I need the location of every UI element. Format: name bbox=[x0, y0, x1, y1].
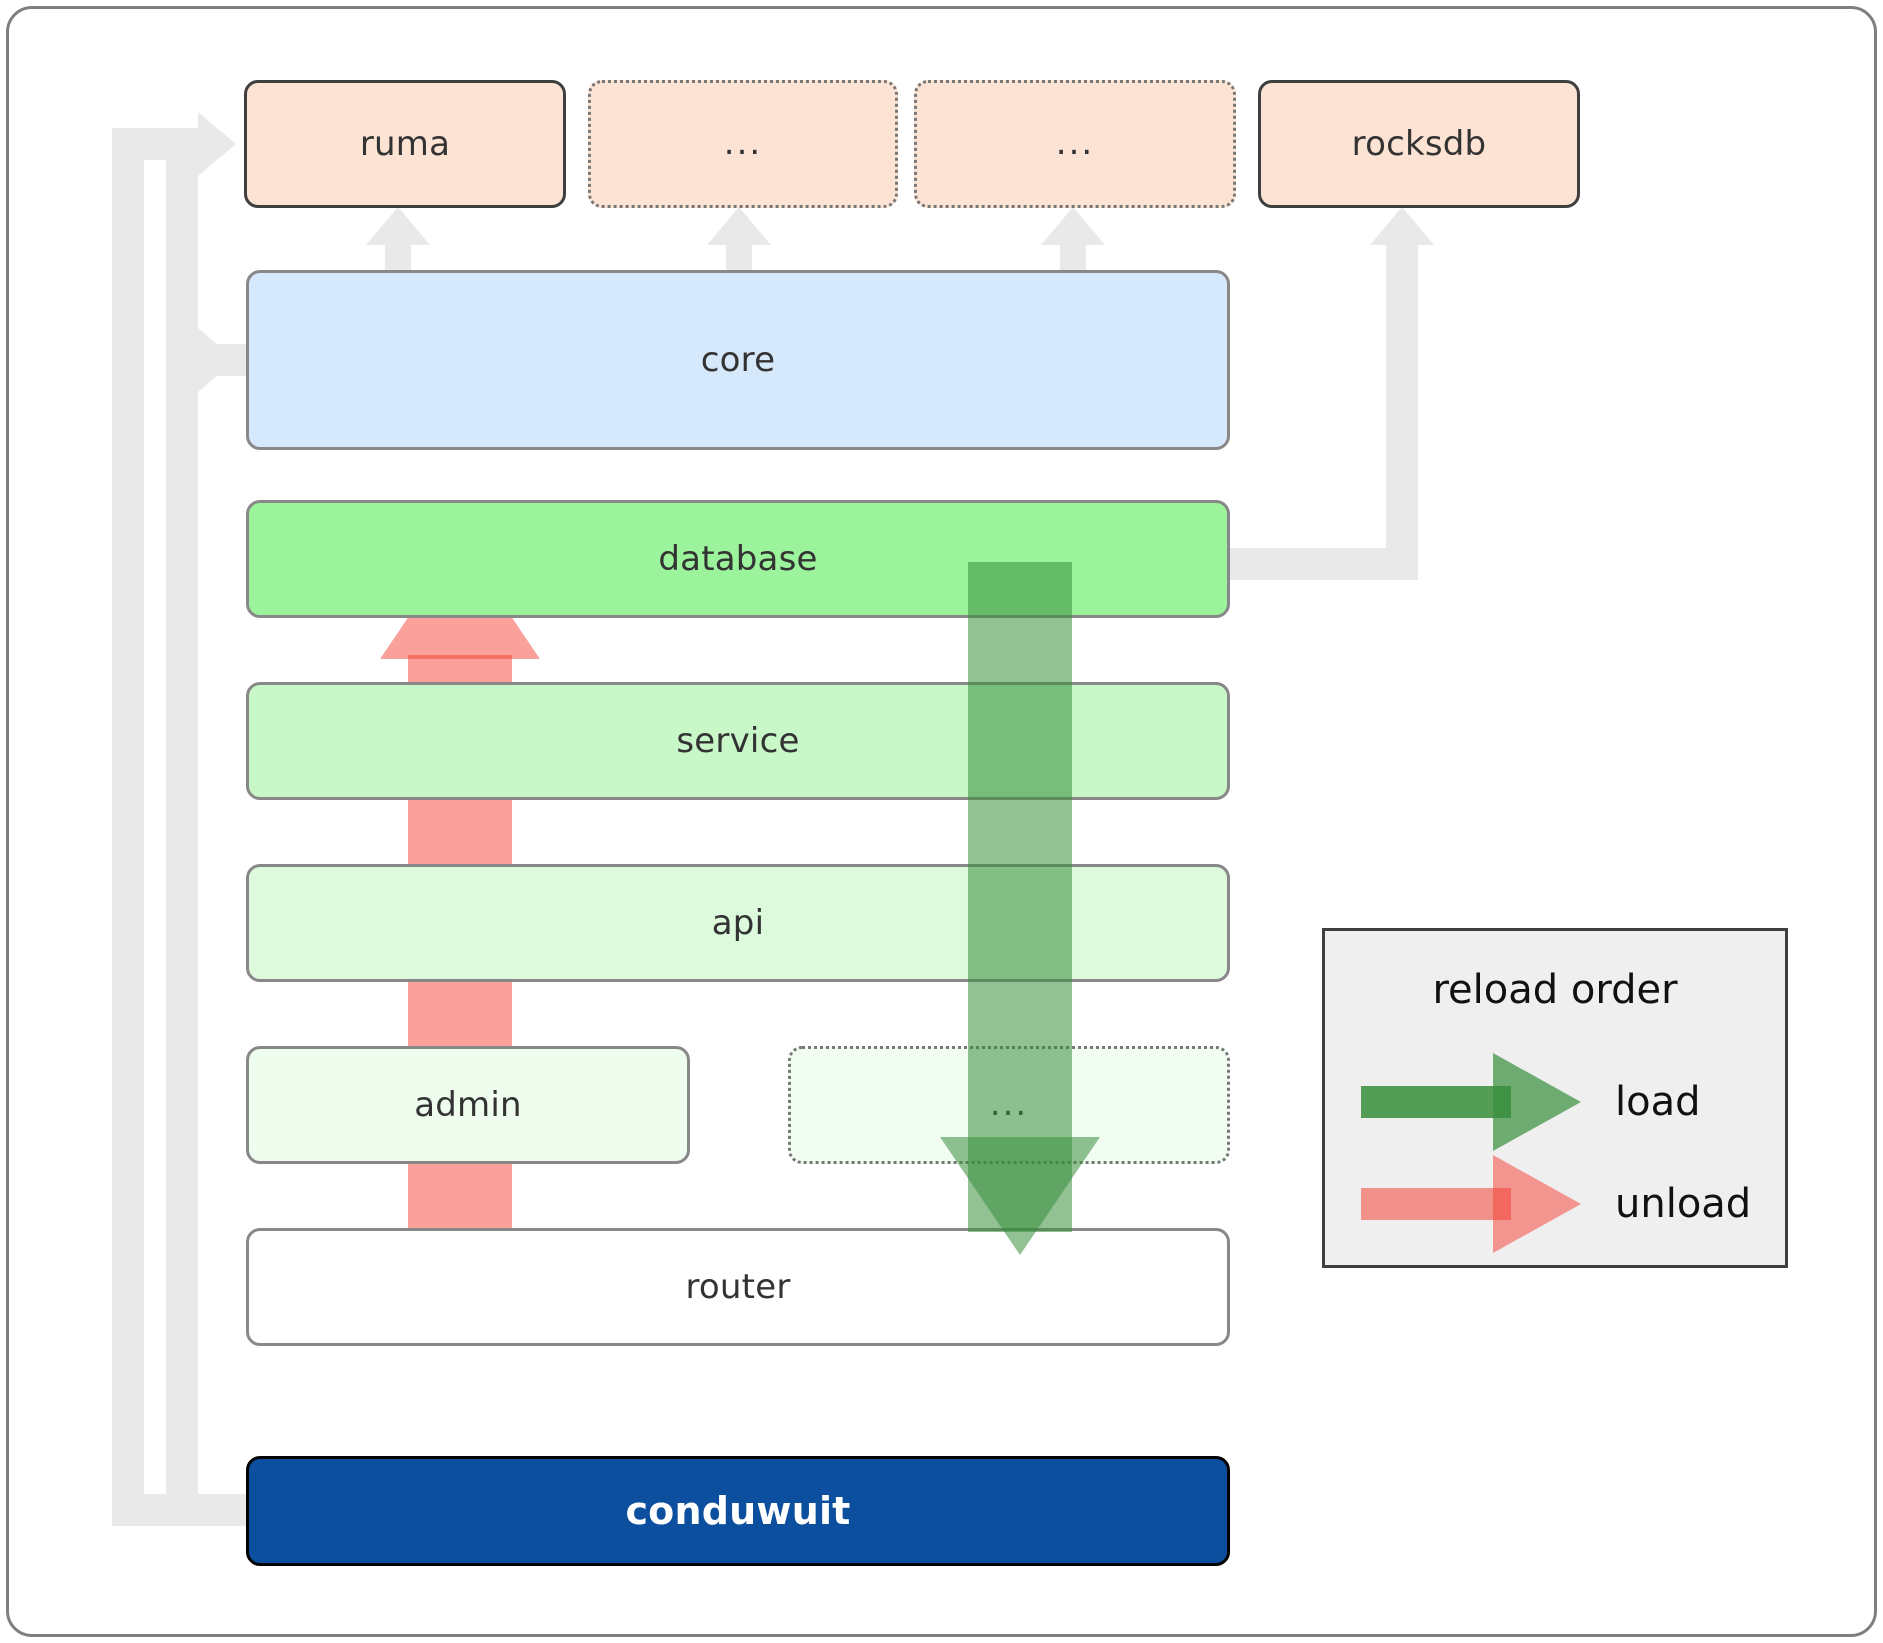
node-dependency-placeholder-1[interactable]: ... bbox=[588, 80, 898, 208]
node-database-label: database bbox=[658, 539, 818, 579]
legend-load-arrow-icon bbox=[1361, 1053, 1581, 1151]
legend-load-arrow-shaft bbox=[1361, 1086, 1511, 1118]
node-core[interactable]: core bbox=[246, 270, 1230, 450]
node-admin[interactable]: admin bbox=[246, 1046, 690, 1164]
connector-database-to-rocksdb-arrowhead bbox=[1370, 207, 1434, 245]
load-flow-arrow bbox=[890, 562, 1150, 1342]
connector-core-to-ruma-arrowhead bbox=[366, 207, 430, 245]
node-conduwuit-label: conduwuit bbox=[625, 1489, 851, 1533]
legend-unload-arrow-head bbox=[1493, 1155, 1581, 1253]
node-service-label: service bbox=[676, 721, 800, 761]
node-rocksdb-label: rocksdb bbox=[1351, 124, 1487, 164]
legend-row-unload: unload bbox=[1361, 1155, 1751, 1253]
legend-panel: reload order load unload bbox=[1322, 928, 1788, 1268]
connector-core-to-dep1-arrowhead bbox=[707, 207, 771, 245]
node-router-label: router bbox=[685, 1267, 791, 1307]
legend-label-unload: unload bbox=[1615, 1181, 1752, 1227]
connector-spine-outer bbox=[112, 128, 144, 1526]
connector-core-to-dep2-arrowhead bbox=[1041, 207, 1105, 245]
node-rocksdb[interactable]: rocksdb bbox=[1258, 80, 1580, 208]
node-core-label: core bbox=[700, 340, 776, 380]
connector-spine-inner bbox=[166, 128, 198, 1494]
connector-to-core-arrowhead bbox=[198, 328, 236, 392]
legend-unload-arrow-icon bbox=[1361, 1155, 1581, 1253]
node-admin-label: admin bbox=[414, 1085, 522, 1125]
legend-load-arrow-head bbox=[1493, 1053, 1581, 1151]
node-ruma[interactable]: ruma bbox=[244, 80, 566, 208]
load-arrow-head bbox=[940, 1137, 1100, 1255]
node-ruma-label: ruma bbox=[359, 124, 451, 164]
connector-database-to-rocksdb-vertical bbox=[1386, 228, 1418, 568]
node-dependency-placeholder-1-label: ... bbox=[723, 123, 763, 164]
legend-title: reload order bbox=[1432, 967, 1678, 1013]
legend-row-load: load bbox=[1361, 1053, 1701, 1151]
connector-to-conduwuit bbox=[112, 1494, 252, 1526]
node-dependency-placeholder-2-label: ... bbox=[1055, 123, 1095, 164]
node-dependency-placeholder-2[interactable]: ... bbox=[914, 80, 1236, 208]
legend-label-load: load bbox=[1615, 1079, 1701, 1125]
node-api-label: api bbox=[711, 903, 765, 943]
node-conduwuit[interactable]: conduwuit bbox=[246, 1456, 1230, 1566]
load-arrow-shaft bbox=[968, 562, 1072, 1232]
legend-unload-arrow-shaft bbox=[1361, 1188, 1511, 1220]
connector-to-ruma-arrowhead bbox=[198, 112, 236, 176]
